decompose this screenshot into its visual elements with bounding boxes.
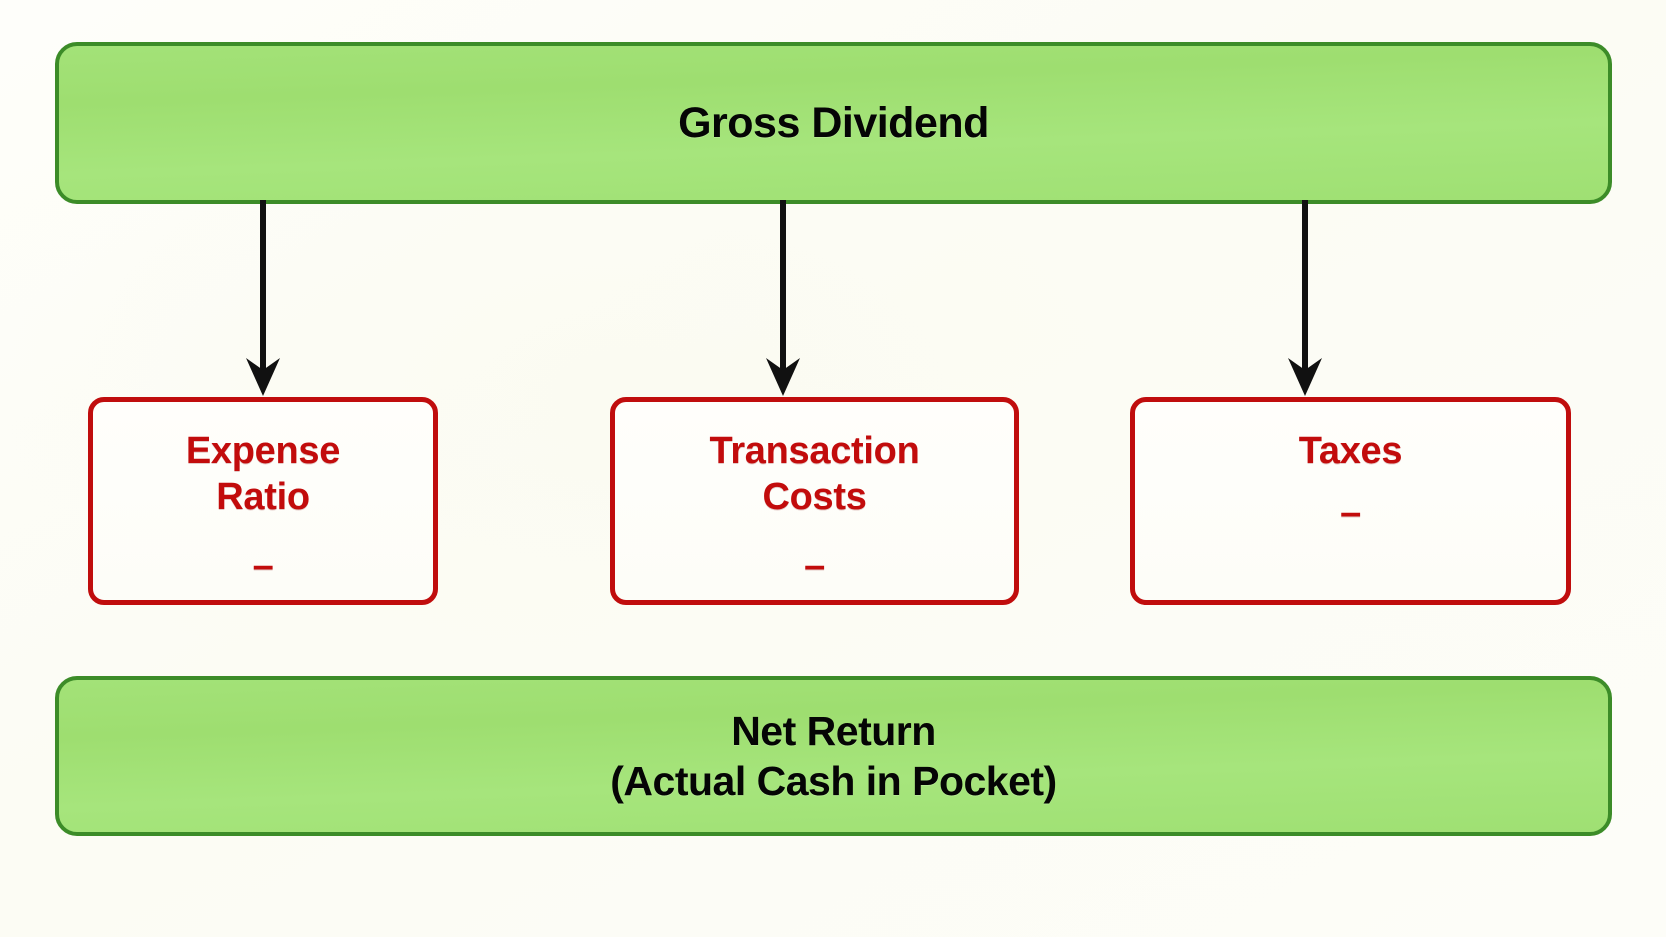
expense-ratio-label: Expense Ratio [185, 430, 341, 519]
taxes-label: Taxes [1298, 430, 1403, 472]
transaction-costs-minus-operator: – [804, 544, 825, 587]
net-return-box[interactable]: Net Return (Actual Cash in Pocket) [55, 676, 1612, 836]
taxes-minus-operator: – [1340, 492, 1361, 535]
gross-dividend-box[interactable]: Gross Dividend [55, 42, 1612, 204]
arrow-gross-to-transaction-costs-icon [761, 200, 805, 398]
arrow-gross-to-expense-ratio-icon [241, 200, 285, 398]
taxes-box[interactable]: Taxes – [1130, 397, 1571, 605]
expense-ratio-box[interactable]: Expense Ratio – [88, 397, 438, 605]
arrow-gross-to-taxes-icon [1283, 200, 1327, 398]
gross-dividend-label: Gross Dividend [678, 98, 989, 147]
transaction-costs-label: Transaction Costs [709, 430, 920, 519]
net-return-label: Net Return [731, 707, 936, 754]
transaction-costs-box[interactable]: Transaction Costs – [610, 397, 1019, 605]
net-return-sublabel: (Actual Cash in Pocket) [610, 758, 1057, 804]
expense-ratio-minus-operator: – [252, 544, 274, 587]
